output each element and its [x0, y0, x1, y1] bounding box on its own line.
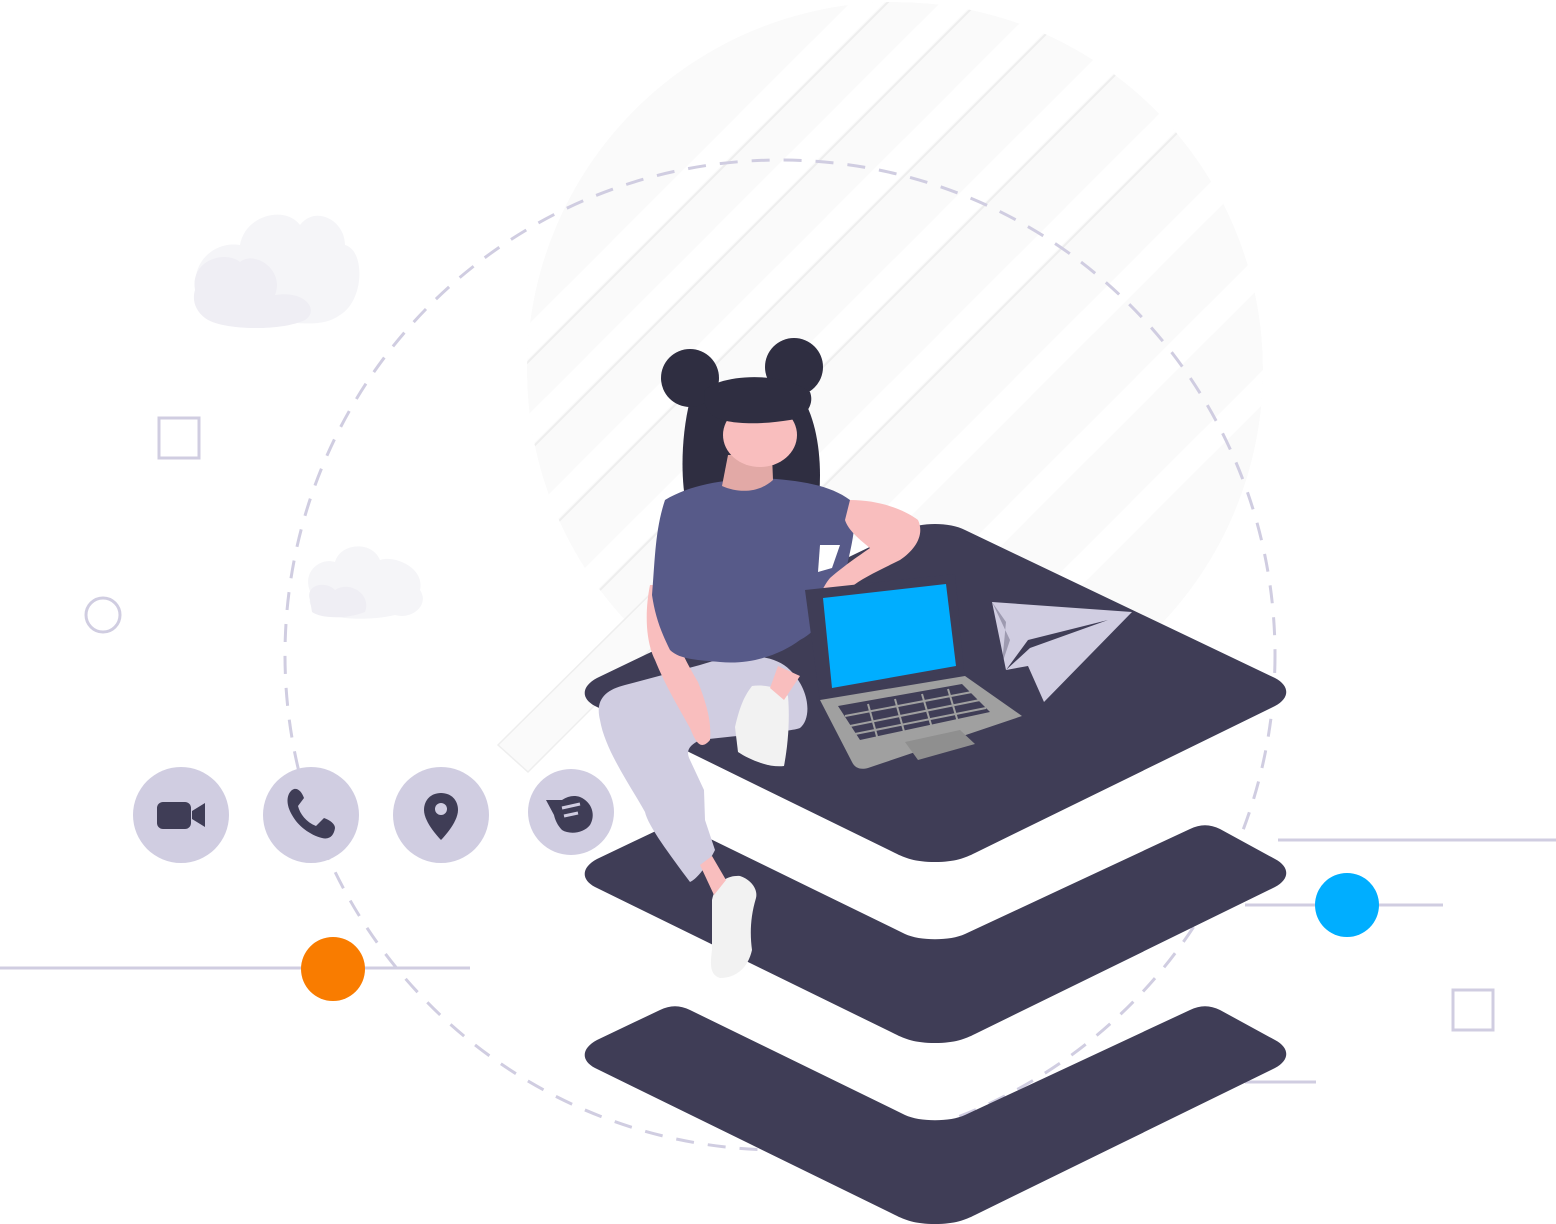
location-pin-icon [393, 767, 489, 863]
blue-dot-icon [1315, 873, 1379, 937]
layer-bottom [584, 1006, 1287, 1224]
square-outline-right-icon [1451, 988, 1495, 1032]
laptop-icon [805, 574, 1022, 769]
circle-outline-icon [84, 596, 122, 634]
video-camera-icon [133, 767, 229, 863]
phone-icon [263, 767, 359, 863]
orange-dot-icon [301, 937, 365, 1001]
cloud-large-icon [193, 214, 360, 329]
chat-bubble-icon [528, 769, 614, 855]
woman-figure [598, 338, 921, 978]
layer-middle [584, 825, 1287, 1043]
cloud-small-icon [308, 546, 423, 619]
square-outline-left-icon [157, 416, 201, 460]
paper-plane-icon [992, 602, 1132, 702]
